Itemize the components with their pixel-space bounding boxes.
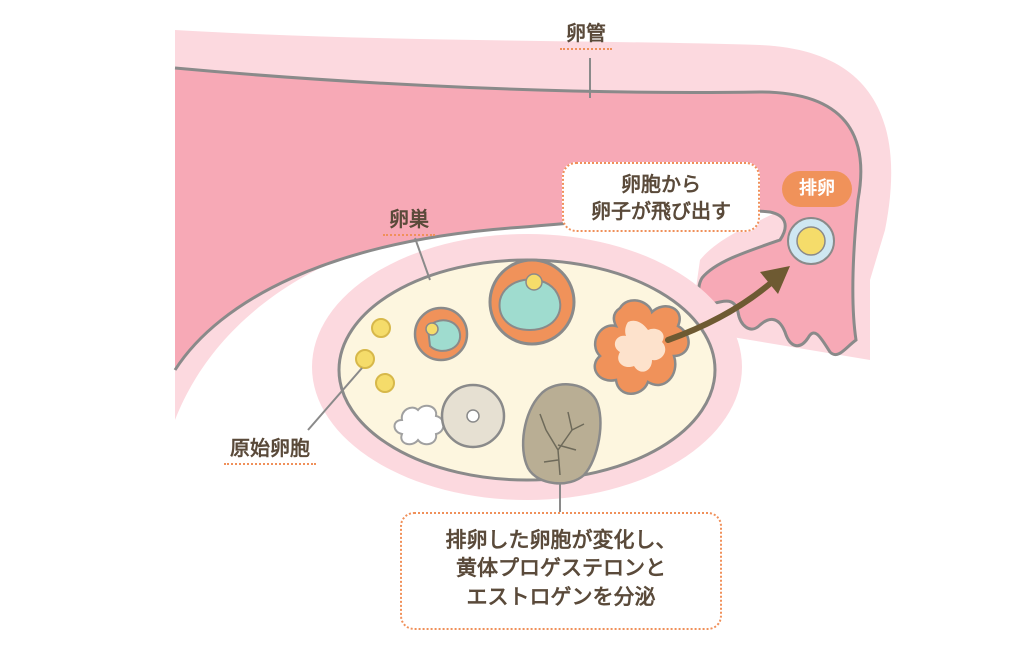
ovulation-arrowhead: [760, 266, 790, 294]
leader-primordial: [307, 367, 363, 431]
corpus-luteum: [521, 383, 602, 485]
leader-ovary: [414, 237, 431, 281]
atretic-follicle: [393, 404, 445, 446]
label-ovary: 卵巣: [383, 207, 435, 236]
primordial-follicle: [355, 349, 375, 369]
primordial-follicle: [371, 318, 391, 338]
oocyte: [425, 322, 439, 336]
ovulation-arrow: [665, 279, 775, 343]
corpus-albicans-center: [466, 409, 480, 423]
callout-corpus-luteum: 排卵した卵胞が変化し、 黄体プロゲステロンと エストロゲンを分泌: [400, 512, 722, 630]
ruptured-follicle-inner: [614, 320, 666, 372]
ovulated-egg: [796, 226, 826, 256]
badge-ovulation: 排卵: [782, 171, 852, 207]
corpus-luteum-veins: [539, 411, 585, 476]
label-primordial-follicle: 原始卵胞: [224, 436, 316, 465]
label-oviduct: 卵管: [560, 21, 612, 50]
primordial-follicle: [375, 373, 395, 393]
callout-corpus-luteum-line2: 黄体プロゲステロンと: [456, 556, 666, 581]
oocyte: [525, 273, 543, 291]
callout-corpus-luteum-line3: エストロゲンを分泌: [466, 584, 656, 609]
callout-corpus-luteum-line1: 排卵した卵胞が変化し、: [445, 528, 677, 552]
callout-egg-release-line2: 卵子が飛び出す: [591, 199, 731, 223]
follicle-antrum-large: [498, 278, 562, 332]
callout-egg-release: 卵胞から 卵子が飛び出す: [562, 162, 760, 232]
callout-egg-release-line1: 卵胞から: [621, 172, 701, 196]
